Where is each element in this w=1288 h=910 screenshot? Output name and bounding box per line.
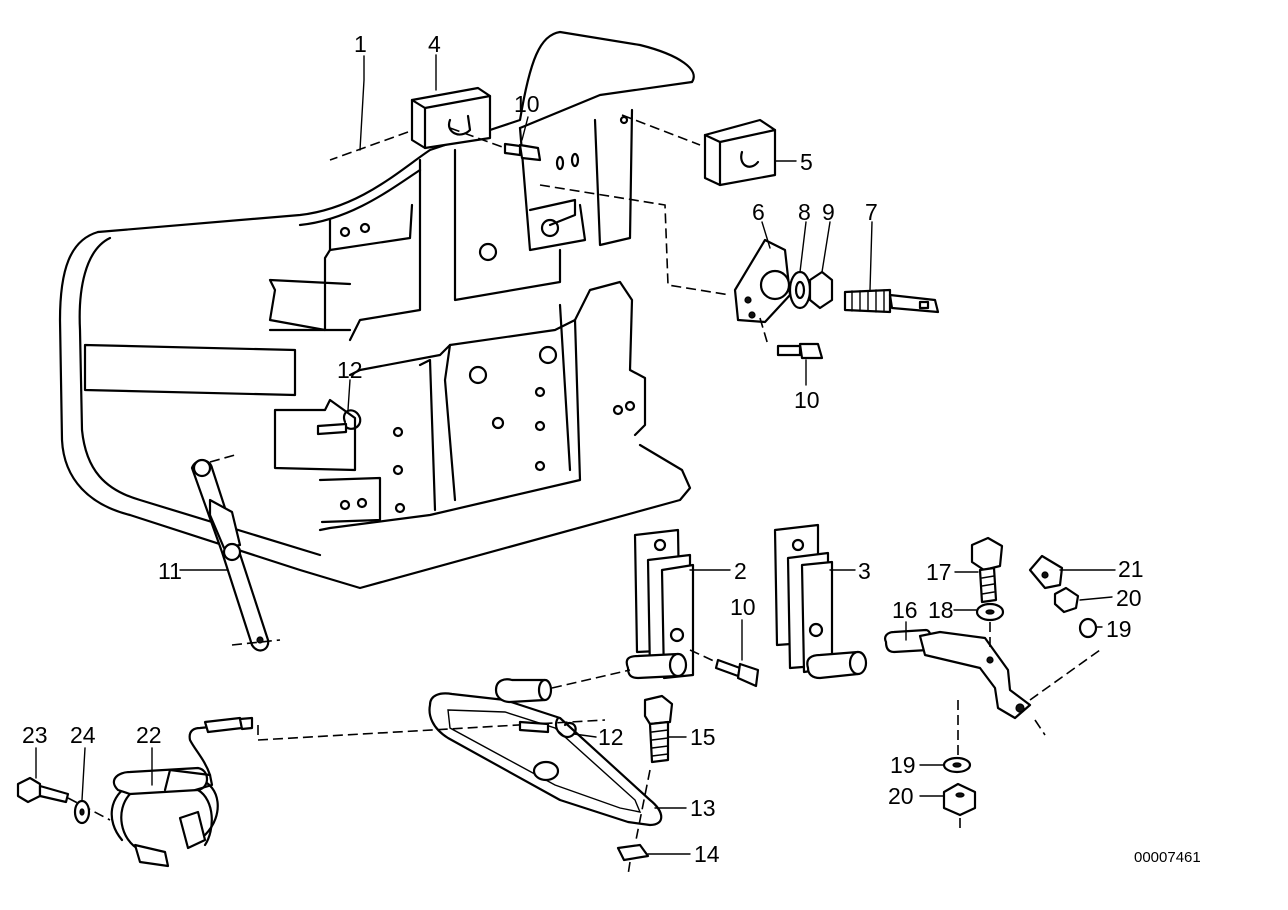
callout-22: 22: [136, 722, 162, 748]
nut-part-9: [808, 270, 834, 310]
bolt-part-23: [16, 776, 111, 821]
callout-19-lower: 19: [890, 752, 916, 778]
callout-20-upper: 20: [1116, 585, 1142, 611]
rubber-bumper-part-4: [329, 86, 492, 161]
callout-8: 8: [798, 199, 811, 225]
callout-21: 21: [1118, 556, 1144, 582]
washer-part-19-lower: [942, 700, 972, 774]
clip-nut-part-21: [1028, 554, 1064, 590]
bushing-part-left: [625, 652, 688, 680]
diagram-reference-number: 00007461: [1134, 849, 1201, 866]
callout-5: 5: [800, 149, 813, 175]
linkage-rod-part-11: [190, 454, 281, 652]
callout-12-lower: 12: [598, 724, 624, 750]
circlip-part-12-upper: [316, 409, 362, 436]
circlip-part-12-lower: [518, 716, 577, 739]
rubber-bumper-part-5: [621, 114, 777, 187]
bracket-part-16: [884, 628, 1101, 736]
bolt-part-15: [635, 694, 674, 841]
callout-10-mid: 10: [794, 387, 820, 413]
adjuster-screw-part-7: [843, 288, 940, 314]
callout-1: 1: [354, 31, 367, 57]
clamp-rod-part-22: [110, 716, 259, 868]
screw-part-10-mid: [759, 317, 824, 360]
callout-20-lower: 20: [888, 783, 914, 809]
callout-9: 9: [822, 199, 835, 225]
washer-part-19-upper: [1078, 617, 1098, 639]
callout-19-upper: 19: [1106, 616, 1132, 642]
callout-3: 3: [858, 558, 871, 584]
callout-4: 4: [428, 31, 441, 57]
callout-17: 17: [926, 559, 952, 585]
screw-part-10-top: [449, 127, 542, 162]
bolt-part-17: [970, 536, 1004, 604]
callout-10-top: 10: [514, 91, 540, 117]
callout-7: 7: [865, 199, 878, 225]
callout-15: 15: [690, 724, 716, 750]
callout-10-lower: 10: [730, 594, 756, 620]
nut-part-14: [616, 843, 650, 876]
nut-part-20-lower: [942, 782, 977, 828]
nut-part-20-upper: [1053, 586, 1080, 614]
callout-13: 13: [690, 795, 716, 821]
callout-18: 18: [928, 597, 954, 623]
callout-12-upper: 12: [337, 357, 363, 383]
screw-part-10-lower: [689, 649, 760, 688]
callout-16: 16: [892, 597, 918, 623]
housing-part-1: [58, 30, 777, 590]
callout-11: 11: [158, 558, 182, 584]
callout-14: 14: [694, 841, 720, 867]
callout-24: 24: [70, 722, 96, 748]
leader-lines: [35, 54, 1116, 855]
washer-part-18: [975, 602, 1005, 650]
washer-part-8: [788, 270, 812, 310]
callout-labels: 1 4 10 5 6 8 9 7 10 12 11 2 3 10 17 21 1…: [22, 31, 1201, 867]
callout-6: 6: [752, 199, 765, 225]
shim-plate-part-2: [633, 528, 695, 680]
mount-bracket-part-6: [539, 184, 792, 324]
shim-plate-part-3: [773, 523, 834, 674]
washer-part-24: [73, 799, 91, 825]
bushing-part-right: [806, 650, 868, 680]
callout-2: 2: [734, 558, 747, 584]
callout-23: 23: [22, 722, 48, 748]
